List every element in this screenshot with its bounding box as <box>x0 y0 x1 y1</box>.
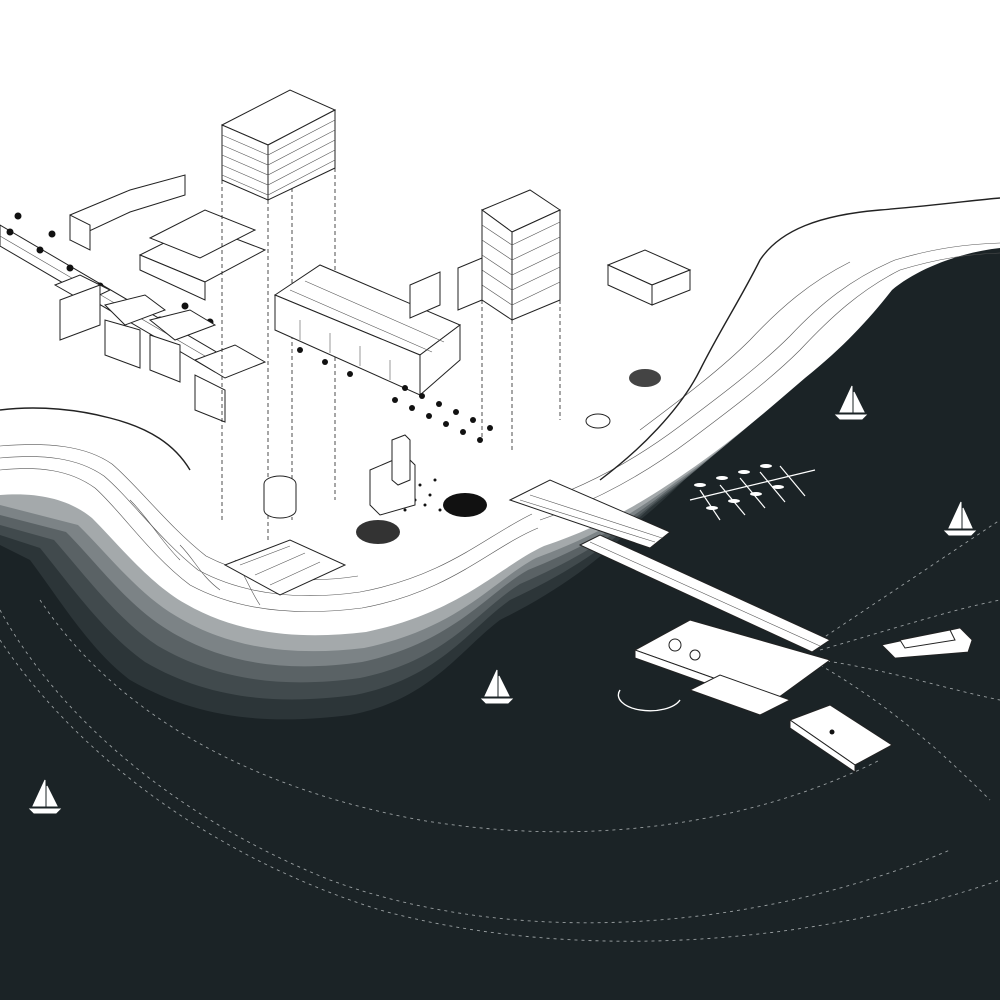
high-rise-tower-left <box>220 89 337 540</box>
water-routes <box>0 519 1000 942</box>
sailboat <box>943 501 977 536</box>
sailboat <box>834 385 868 420</box>
sailboat <box>480 669 514 704</box>
coastal-path-left <box>0 407 191 471</box>
high-rise-tower-center <box>457 189 562 450</box>
pier-walkway <box>508 479 832 653</box>
ferry <box>881 627 973 659</box>
residential-blocks <box>53 174 267 423</box>
plaza-tree-grid <box>297 347 493 443</box>
sailboats <box>28 385 977 814</box>
market-hall <box>273 264 461 397</box>
warehouse-right <box>606 249 692 306</box>
coastal-path-right <box>599 197 1000 481</box>
floating-platform <box>617 619 893 773</box>
sailboat <box>28 779 62 814</box>
headland-complex <box>223 539 347 596</box>
marina-docks <box>689 464 816 521</box>
rotunda <box>263 475 297 519</box>
landmark-building <box>369 434 416 516</box>
plaza-crowd <box>356 369 661 544</box>
